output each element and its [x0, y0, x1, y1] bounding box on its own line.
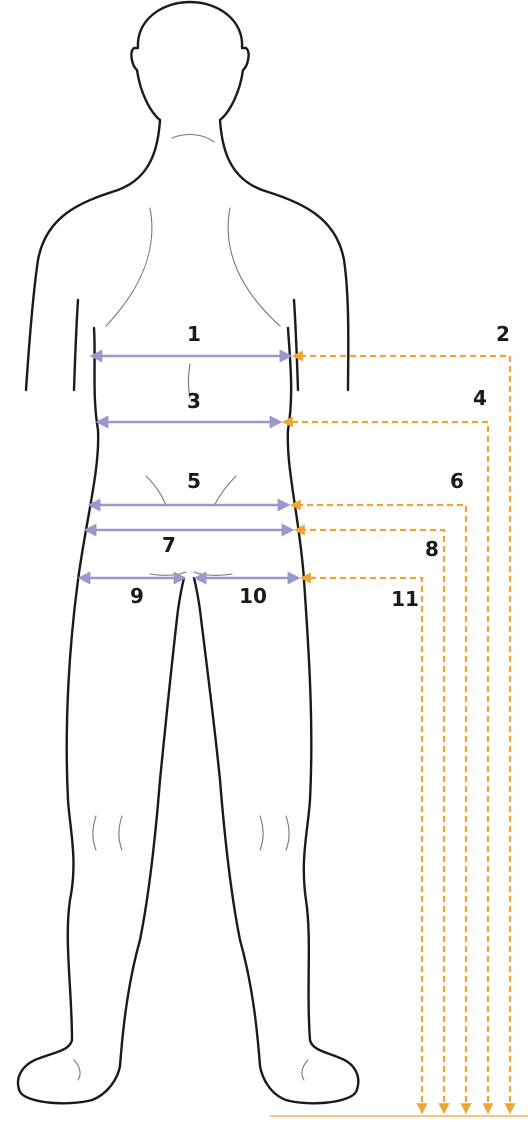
arm-right-inner [294, 300, 298, 390]
left-body-side [18, 328, 184, 1103]
knee-left-1 [93, 816, 96, 850]
knee-left-2 [119, 816, 122, 850]
label-10: 10 [239, 584, 267, 608]
label-2: 2 [496, 322, 510, 346]
measure-line-4 [284, 422, 488, 1112]
torso-right-outline [220, 120, 348, 390]
label-5: 5 [187, 469, 201, 493]
head-outline [131, 2, 248, 120]
arm-left-inner [74, 300, 78, 390]
ankle-right [302, 1060, 308, 1080]
torso-left-outline [26, 120, 160, 390]
shoulder-blade-left [106, 208, 152, 326]
measure-line-6 [292, 505, 466, 1112]
buttock-crease-right [194, 572, 232, 575]
lower-back-right [214, 476, 236, 506]
measure-line-2 [294, 356, 510, 1112]
label-4: 4 [473, 386, 487, 410]
shoulder-blade-right [228, 208, 280, 326]
label-6: 6 [450, 469, 464, 493]
lower-back-left [146, 476, 166, 506]
label-3: 3 [187, 389, 201, 413]
label-8: 8 [425, 537, 439, 561]
right-body-side [194, 328, 358, 1103]
knee-right-2 [286, 816, 289, 850]
knee-right-1 [260, 816, 263, 850]
measure-line-11 [302, 578, 422, 1112]
label-11: 11 [391, 587, 419, 611]
label-7: 7 [162, 533, 176, 557]
neck-detail [172, 135, 214, 142]
buttock-crease-left [150, 572, 186, 575]
label-9: 9 [130, 584, 144, 608]
ankle-left [74, 1060, 80, 1080]
label-1: 1 [187, 322, 201, 346]
body-figure [18, 2, 358, 1103]
measurement-labels: 1 2 3 4 5 6 7 8 9 10 11 [130, 322, 510, 611]
